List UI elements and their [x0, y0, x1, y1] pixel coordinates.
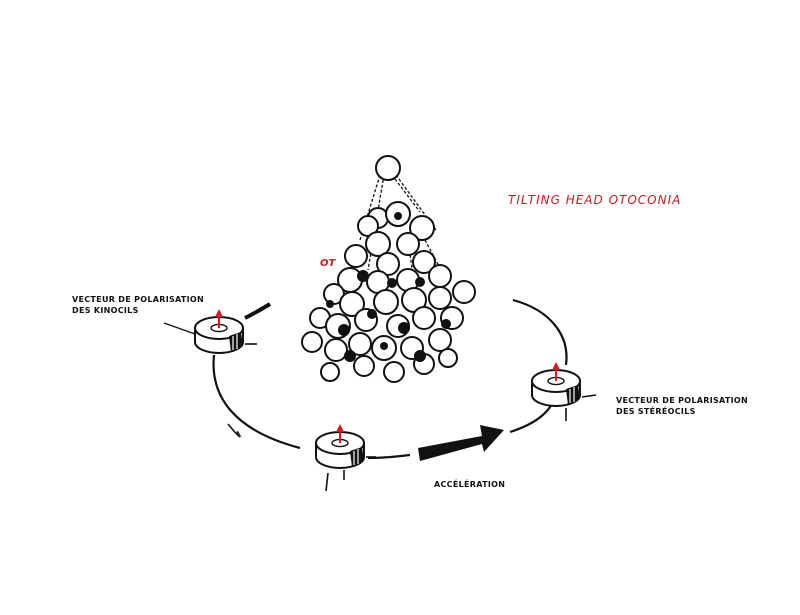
diagram-title: TILTING HEAD OTOCONIA — [508, 193, 682, 207]
label-acceleration: ACCÉLÉRATION — [434, 480, 506, 489]
small-motion-arrow — [227, 423, 241, 438]
label-kinocils: VECTEUR DE POLARISATION DES KINOCILS — [72, 294, 204, 316]
orbit-path-5 — [244, 302, 272, 320]
otoconia-cluster-icon — [301, 155, 476, 383]
otolith-label: OT — [320, 258, 336, 269]
orbit-path-4 — [512, 298, 568, 366]
hair-cell-icon-3 — [531, 361, 597, 421]
hair-cell-icon-1 — [163, 308, 257, 354]
orbit-path — [212, 354, 301, 450]
label-stereocils-line1: VECTEUR DE POLARISATION — [616, 396, 749, 405]
orbit-path-2 — [367, 453, 411, 460]
label-kinocils-line2: DES KINOCILS — [72, 306, 139, 315]
acceleration-arrow-icon — [418, 425, 504, 461]
label-kinocils-line1: VECTEUR DE POLARISATION — [72, 295, 205, 304]
hair-cell-icon-2 — [315, 423, 376, 492]
label-stereocils-line2: DES STÉRÉOCILS — [616, 407, 696, 416]
label-stereocils: VECTEUR DE POLARISATION DES STÉRÉOCILS — [616, 395, 748, 417]
